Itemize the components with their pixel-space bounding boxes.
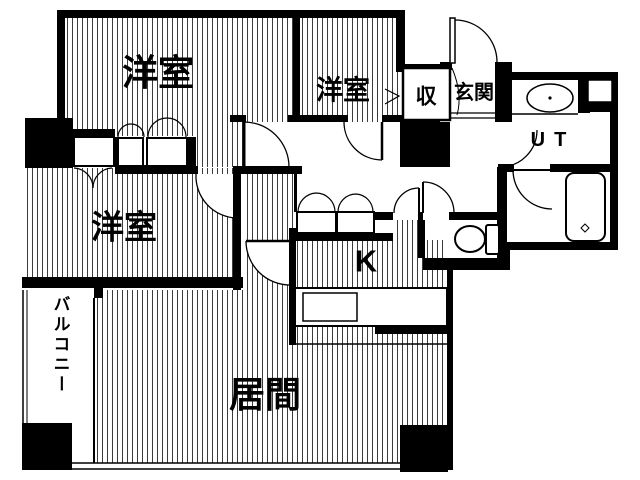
label-balcony: バルコニー xyxy=(50,295,70,395)
toilet-door-arc xyxy=(422,181,455,214)
ut-door-arc xyxy=(499,129,538,168)
entrance-door-arc xyxy=(454,19,498,63)
label-kitchen: K xyxy=(354,243,378,279)
kitchen-closet-box-1 xyxy=(296,211,337,234)
doors xyxy=(73,17,553,286)
room-c-door-wedge xyxy=(195,174,236,218)
washbasin-drain xyxy=(548,96,552,100)
closet-box-left-1 xyxy=(73,136,115,167)
closets xyxy=(73,66,452,234)
fixtures xyxy=(294,83,606,345)
room-a-floor xyxy=(65,13,293,167)
entrance-inner-curve xyxy=(451,67,460,116)
room-a-door-arc xyxy=(243,121,290,168)
label-entrance: 玄関 xyxy=(454,82,494,104)
label-bedroom-top-left: 洋室 xyxy=(121,52,195,93)
toilet-bowl xyxy=(454,225,486,253)
kitchen-closet-box-2 xyxy=(336,211,375,234)
room-c-door-arc xyxy=(195,173,237,219)
room-b-label-leader xyxy=(384,88,401,105)
label-utility: UT xyxy=(530,129,576,151)
thin-edges xyxy=(22,67,613,470)
closet-box-left-3 xyxy=(146,137,188,167)
kitchen-sink xyxy=(302,292,358,322)
closet1-bifold-arcs xyxy=(73,167,113,189)
label-storage: 収 xyxy=(415,85,437,109)
kitchen-door-arc xyxy=(393,187,420,214)
living-door-arc xyxy=(245,240,291,286)
room-b-door-arc xyxy=(343,121,383,161)
label-living-room: 居間 xyxy=(228,374,302,415)
bathtub xyxy=(565,172,606,242)
toilet-tank xyxy=(485,224,500,255)
shoe-storage-box xyxy=(401,66,452,122)
label-bedroom-mid-left: 洋室 xyxy=(91,208,157,246)
closet2-bifold-arcs xyxy=(117,123,145,138)
room-b-floor xyxy=(300,13,403,122)
kitchen-closet2-bifold-arcs xyxy=(337,193,374,213)
label-bedroom-top-middle: 洋室 xyxy=(316,75,370,106)
bathtub-drain xyxy=(580,223,590,233)
living-door-wedge xyxy=(246,241,290,285)
door-swing-clearings xyxy=(195,174,290,285)
closet3-bifold-arcs xyxy=(147,117,187,138)
closet-box-left-2 xyxy=(117,137,144,167)
kitchen-closet1-bifold-arcs xyxy=(297,192,336,213)
kitchen-throat-floor xyxy=(393,220,418,240)
bath-door-arc xyxy=(512,169,553,210)
walls xyxy=(22,10,618,472)
entrance-door-leaf xyxy=(449,17,456,64)
